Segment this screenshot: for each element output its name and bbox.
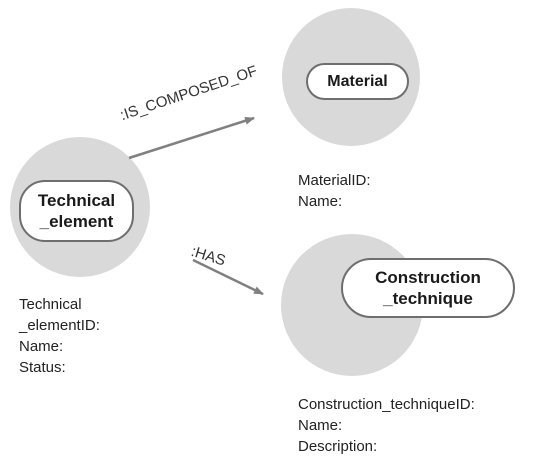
property-line: Name: [298,417,343,434]
property-line: Name: [19,338,64,355]
technical-element-properties: Technical _elementID: Name: Status: [19,294,100,378]
property-line: Technical [19,296,82,313]
has-arrow [192,258,264,296]
property-line: MaterialID: [298,172,371,189]
property-line: Description: [298,438,378,455]
construction-technique-label: Construction _technique [341,258,515,318]
is-composed-of-arrow [128,116,255,160]
material-properties: MaterialID: Name: [298,170,371,212]
property-line: Construction_techniqueID: [298,396,475,413]
technical-element-label: Technical _element [19,180,134,242]
property-line: Status: [19,359,66,376]
construction-technique-properties: Construction_techniqueID: Name: Descript… [298,394,475,457]
property-line: Name: [298,193,343,210]
material-label: Material [306,63,409,100]
property-line: _elementID: [19,317,100,334]
